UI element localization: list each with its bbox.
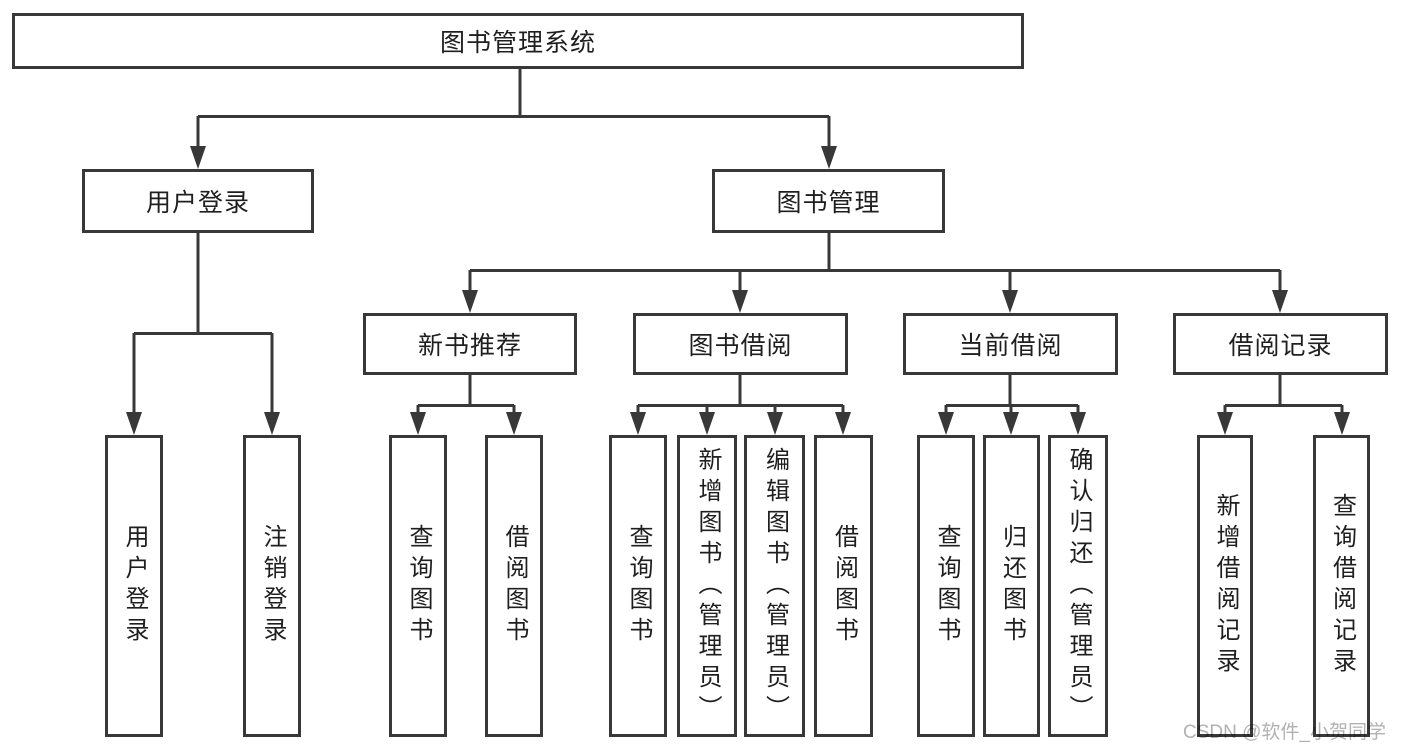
- leaf-return-books: 归还图书: [983, 435, 1040, 737]
- leaf-label: 新增图书（管理员）: [694, 446, 721, 726]
- leaf-label: 查询图书: [405, 524, 432, 648]
- leaf-label: 借阅图书: [501, 524, 528, 648]
- node-book-borrowing: 图书借阅: [633, 313, 848, 375]
- node-label: 借阅记录: [1228, 332, 1333, 360]
- leaf-label: 查询借阅记录: [1328, 493, 1356, 679]
- leaf-query-borrowing-record: 查询借阅记录: [1313, 435, 1370, 737]
- node-library-management-system: 图书管理系统: [12, 13, 1024, 69]
- leaf-label: 归还图书: [998, 524, 1026, 648]
- node-label: 图书管理系统: [439, 29, 596, 57]
- leaf-label: 用户登录: [121, 524, 148, 648]
- node-label: 图书借阅: [688, 332, 793, 360]
- node-label: 新书推荐: [417, 332, 522, 360]
- leaf-label: 注销登录: [259, 524, 286, 648]
- node-label: 当前借阅: [958, 332, 1063, 360]
- leaf-query-books-recommend: 查询图书: [389, 435, 447, 737]
- leaf-borrow-books-borrowing: 借阅图书: [814, 435, 873, 737]
- leaf-confirm-return-admin: 确认归还（管理员）: [1048, 435, 1108, 737]
- leaf-label: 确认归还（管理员）: [1065, 446, 1092, 726]
- node-label: 用户登录: [145, 189, 250, 217]
- node-label: 图书管理: [776, 189, 881, 217]
- node-current-borrowing: 当前借阅: [903, 313, 1118, 375]
- leaf-query-books-borrowing: 查询图书: [609, 435, 667, 737]
- leaf-add-books-admin: 新增图书（管理员）: [677, 435, 737, 737]
- leaf-query-books-current: 查询图书: [917, 435, 975, 737]
- leaf-label: 新增借阅记录: [1212, 493, 1239, 679]
- leaf-logout: 注销登录: [243, 435, 301, 737]
- node-user-login: 用户登录: [82, 169, 314, 233]
- leaf-user-login: 用户登录: [105, 435, 163, 737]
- csdn-watermark: CSDN @软件_小贺同学: [1183, 722, 1386, 743]
- leaf-label: 编辑图书（管理员）: [761, 446, 789, 726]
- leaf-label: 查询图书: [625, 524, 652, 648]
- leaf-label: 借阅图书: [830, 524, 858, 648]
- node-book-management: 图书管理: [712, 169, 945, 233]
- leaf-add-borrowing-record: 新增借阅记录: [1197, 435, 1253, 737]
- leaf-borrow-books-recommend: 借阅图书: [485, 435, 543, 737]
- node-borrowing-records: 借阅记录: [1173, 313, 1388, 375]
- leaf-label: 查询图书: [933, 524, 960, 648]
- leaf-edit-books-admin: 编辑图书（管理员）: [744, 435, 805, 737]
- node-new-book-recommendation: 新书推荐: [363, 313, 577, 375]
